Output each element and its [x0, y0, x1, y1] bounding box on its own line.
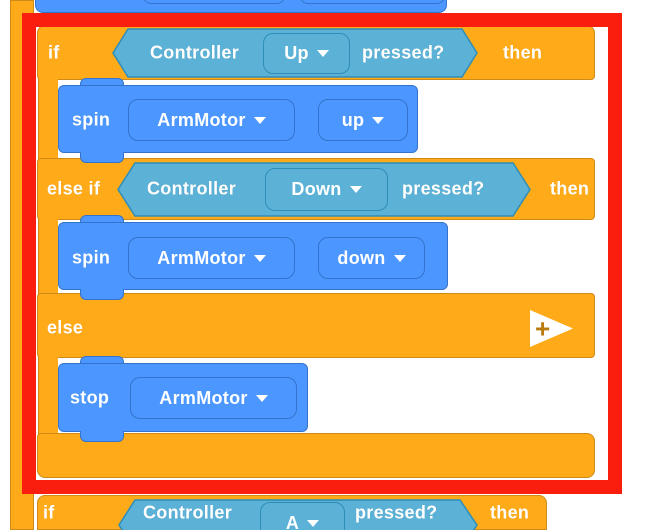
partial-field-1[interactable] [143, 0, 285, 4]
stop-keyword: stop [70, 387, 110, 408]
pressed-label: pressed? [402, 178, 485, 199]
dropdown-arrow-icon [253, 116, 266, 124]
dropdown-arrow-icon [316, 50, 329, 57]
expand-else-icon[interactable]: + [530, 310, 573, 347]
motor-dropdown-spin-up[interactable]: ArmMotor [128, 99, 295, 141]
dropdown-arrow-icon [393, 254, 406, 262]
spin-down-block-tab [80, 289, 124, 300]
condition-device-label: Controller [150, 42, 240, 63]
dropdown-arrow-icon [255, 394, 268, 402]
motor-dropdown-stop[interactable]: ArmMotor [130, 377, 297, 419]
stop-block-tab [80, 431, 124, 442]
then-keyword: then [490, 502, 530, 523]
then-keyword: then [503, 42, 543, 63]
else-if-keyword: else if [47, 178, 101, 199]
direction-dropdown-up[interactable]: up [318, 99, 408, 141]
dropdown-arrow-icon [307, 519, 320, 527]
then-keyword: then [550, 178, 590, 199]
spin-up-block-notch [80, 78, 124, 87]
partial-block-top[interactable] [35, 0, 447, 13]
if-keyword: if [48, 42, 60, 63]
if-block-end-bar[interactable] [37, 433, 595, 478]
if-block-spine-2[interactable] [38, 218, 58, 296]
partial-field-2[interactable] [300, 0, 445, 4]
controller-button-dropdown-down[interactable]: Down [265, 168, 388, 211]
if-block-spine-1[interactable] [38, 78, 58, 160]
spin-down-block-notch [80, 215, 124, 224]
direction-dropdown-down[interactable]: down [318, 237, 425, 279]
highlight-rectangle [22, 13, 622, 494]
pressed-label: pressed? [362, 42, 445, 63]
spin-up-block-tab [80, 152, 124, 163]
condition-device-label: Controller [147, 178, 237, 199]
spin-keyword: spin [72, 247, 111, 268]
if-keyword: if [43, 502, 55, 523]
condition-device-label: Controller [143, 502, 233, 523]
dropdown-arrow-icon [372, 116, 385, 124]
motor-dropdown-spin-down[interactable]: ArmMotor [128, 237, 295, 279]
else-keyword: else [47, 317, 84, 338]
if-block-spine-3[interactable] [38, 356, 58, 435]
stop-block-notch [80, 356, 124, 365]
expand-plus-icon: + [535, 313, 551, 343]
controller-button-dropdown-up[interactable]: Up [263, 33, 350, 74]
else-row[interactable] [37, 293, 595, 358]
dropdown-arrow-icon [253, 254, 266, 262]
dropdown-arrow-icon [349, 186, 362, 193]
controller-button-dropdown-a[interactable]: A [260, 502, 345, 530]
pressed-label: pressed? [355, 502, 438, 523]
spin-keyword: spin [72, 109, 111, 130]
